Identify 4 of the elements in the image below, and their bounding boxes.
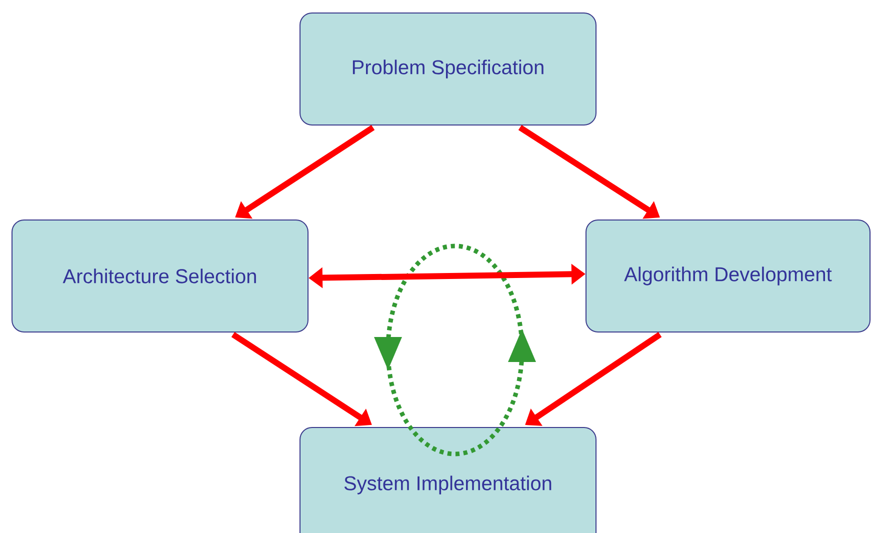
process-box: Problem Specification — [300, 12, 596, 126]
process-box: Algorithm Development — [586, 220, 870, 332]
process-box: Architecture Selection — [12, 220, 308, 332]
process-box: System Implementation — [300, 427, 596, 533]
